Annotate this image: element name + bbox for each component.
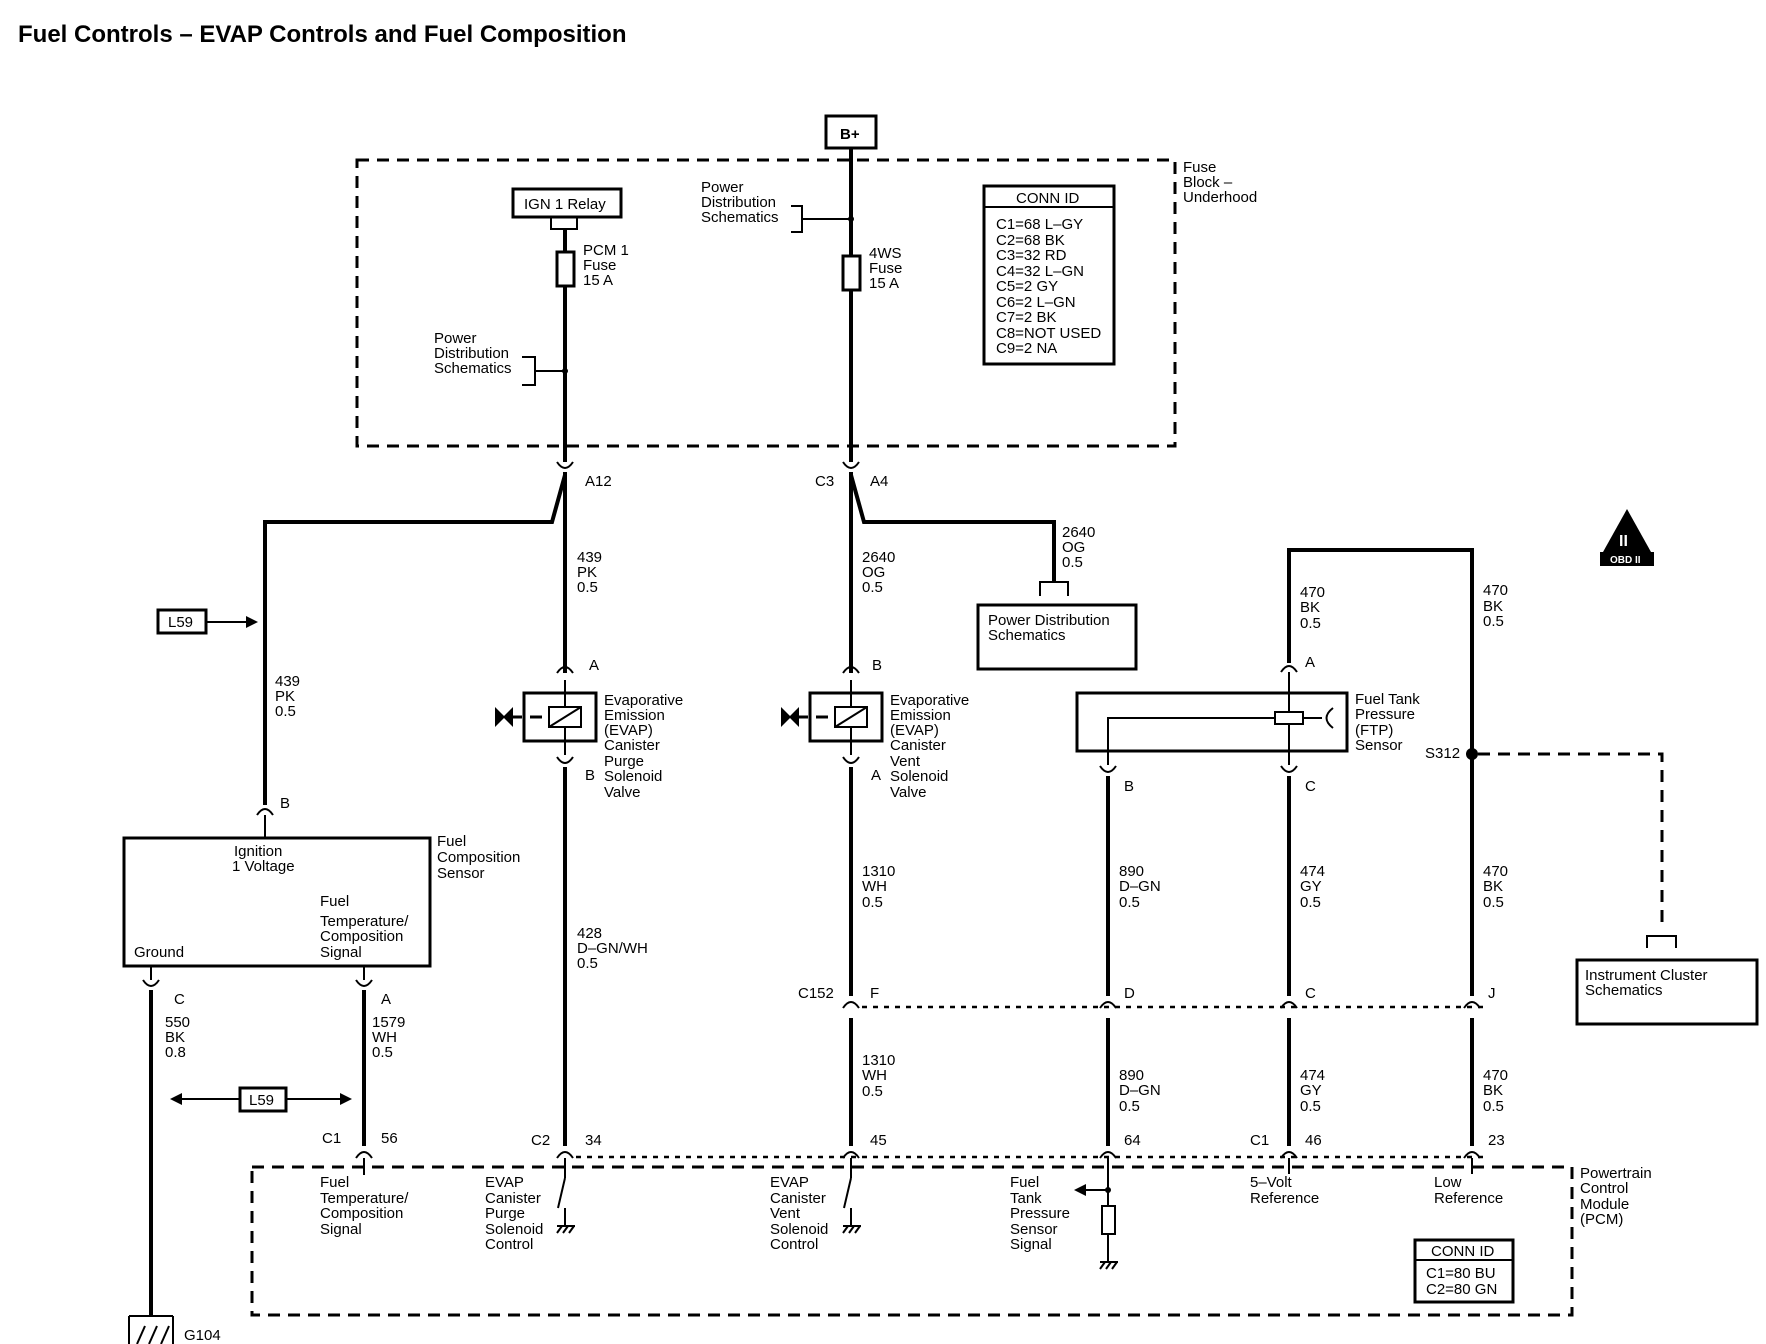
pcm1-fuse-label: PCM 1 Fuse 15 A [583,242,633,289]
ftp-pin-c: C [1305,778,1316,795]
instrument-cluster-box [1575,958,1759,1026]
fcs-ground-label: Ground [134,944,184,961]
ground-g104: G104 [184,1327,221,1344]
wire-550: 550 BK 0.8 [165,1014,194,1061]
wire-428: 428 D–GN/WH 0.5 [577,925,652,972]
wire-439-left: 439 PK 0.5 [275,673,304,720]
ftp-pin-b: B [1124,778,1134,795]
pcm-fuel-temp-label: Fuel Temperature/ Composition Signal [320,1174,413,1238]
obd-roman: II [1619,533,1628,550]
fcs-pin-a: A [381,991,391,1008]
pcm-pin-34: 34 [585,1132,602,1149]
pcm-c1-left: C1 [322,1130,341,1147]
pcm-ftp-label: Fuel Tank Pressure Sensor Signal [1010,1174,1074,1253]
purge-pin-b: B [585,767,595,784]
vent-pin-b: B [872,657,882,674]
pcm-pin-46: 46 [1305,1132,1322,1149]
purge-valve-label: Evaporative Emission (EVAP) Canister Pur… [604,692,687,801]
pcm-pin-64: 64 [1124,1132,1141,1149]
ign-relay-box [511,187,623,219]
c152-pin-d: D [1124,985,1135,1002]
pcm-pin-23: 23 [1488,1132,1505,1149]
pcm-outline [250,1165,1574,1317]
conn-id-header: CONN ID [1016,190,1080,207]
obd-ii-badge [1603,509,1651,552]
pcm-name: Powertrain Control Module (PCM) [1580,1165,1656,1228]
fuse-block-outline [355,158,1177,448]
c152-pin-f: F [870,985,879,1002]
wire-890-low: 890 D–GN 0.5 [1119,1067,1165,1115]
pcm-c1-right: C1 [1250,1132,1269,1149]
fcs-ignition-label: Ignition 1 Voltage [232,843,295,875]
fuse-block-label: Fuse Block – Underhood [1183,159,1257,206]
pcm-vent-label: EVAP Canister Vent Solenoid Control [770,1174,833,1253]
wire-2640-mid: 2640 OG 0.5 [862,549,900,596]
power-dist-box [976,603,1138,671]
conn-id-table-pcm [1413,1238,1515,1304]
wire-470-low: 470 BK 0.5 [1483,1067,1512,1115]
wire-470-top-left: 470 BK 0.5 [1300,584,1329,632]
b-plus-label: B+ [840,126,860,143]
splice-label: S312 [1425,745,1460,762]
wire-439-upper: 439 PK 0.5 [577,549,606,596]
splice-s312 [1466,748,1478,760]
ign-relay-label: IGN 1 Relay [524,196,606,213]
pin-a4: A4 [870,473,888,490]
pcm-5v-ref-label: 5–Volt Reference [1250,1174,1319,1207]
wire-2640-right: 2640 OG 0.5 [1062,524,1100,571]
wire-890-up: 890 D–GN 0.5 [1119,863,1165,911]
pcm-pin-56: 56 [381,1130,398,1147]
pin-a12: A12 [585,473,612,490]
c152-label: C152 [798,985,834,1002]
purge-pin-a: A [589,657,599,674]
fws-fuse [841,254,862,292]
pcm-purge-label: EVAP Canister Purge Solenoid Control [485,1174,548,1253]
wire-1579: 1579 WH 0.5 [372,1014,410,1061]
conn-id-rows: C1=68 L–GY C2=68 BK C3=32 RD C4=32 L–GN … [996,216,1105,357]
wire-470-top-right: 470 BK 0.5 [1483,582,1512,630]
page-title: Fuel Controls – EVAP Controls and Fuel C… [18,21,626,48]
vent-valve-label: Evaporative Emission (EVAP) Canister Ven… [890,692,973,801]
power-dist-label-left: Power Distribution Schematics [434,330,513,377]
fcs-pin-b: B [280,795,290,812]
fcs-pin-c: C [174,991,185,1008]
pcm1-fuse [555,250,576,288]
power-dist-box-label: Power Distribution Schematics [988,612,1114,644]
instrument-cluster-label: Instrument Cluster Schematics [1585,967,1712,999]
ftp-sensor [1075,691,1349,753]
wire-474-low: 474 GY 0.5 [1300,1067,1329,1115]
wire-1310-up: 1310 WH 0.5 [862,863,900,911]
conn-id-pcm-rows: C1=80 BU C2=80 GN [1426,1265,1500,1298]
wire-470-mid: 470 BK 0.5 [1483,863,1512,911]
fws-fuse-label: 4WS Fuse 15 A [869,245,907,292]
conn-id-pcm-header: CONN ID [1431,1243,1495,1260]
l59-label-upper: L59 [168,614,193,631]
vent-pin-a: A [871,767,881,784]
l59-box-lower [238,1086,288,1113]
c152-pin-c: C [1305,985,1316,1002]
ftp-sensor-label: Fuel Tank Pressure (FTP) Sensor [1355,691,1424,754]
pcm-c2: C2 [531,1132,550,1149]
obd-label: OBD II [1610,555,1641,566]
pcm-low-ref-label: Low Reference [1434,1174,1503,1207]
power-dist-label-center: Power Distribution Schematics [701,179,780,226]
pin-c3: C3 [815,473,834,490]
purge-solenoid [522,691,598,743]
c152-pin-j: J [1488,985,1496,1002]
fcs-signal-label: Fuel Temperature/ Composition Signal [320,893,413,961]
l59-label-lower: L59 [249,1092,274,1109]
wire-474-up: 474 GY 0.5 [1300,863,1329,911]
pcm-pin-45: 45 [870,1132,887,1149]
fuel-composition-sensor [122,836,432,968]
conn-id-table-top [982,184,1116,366]
wire-1310-low: 1310 WH 0.5 [862,1052,900,1100]
fcs-name-label: Fuel Composition Sensor [437,833,525,882]
ftp-pin-a: A [1305,654,1315,671]
